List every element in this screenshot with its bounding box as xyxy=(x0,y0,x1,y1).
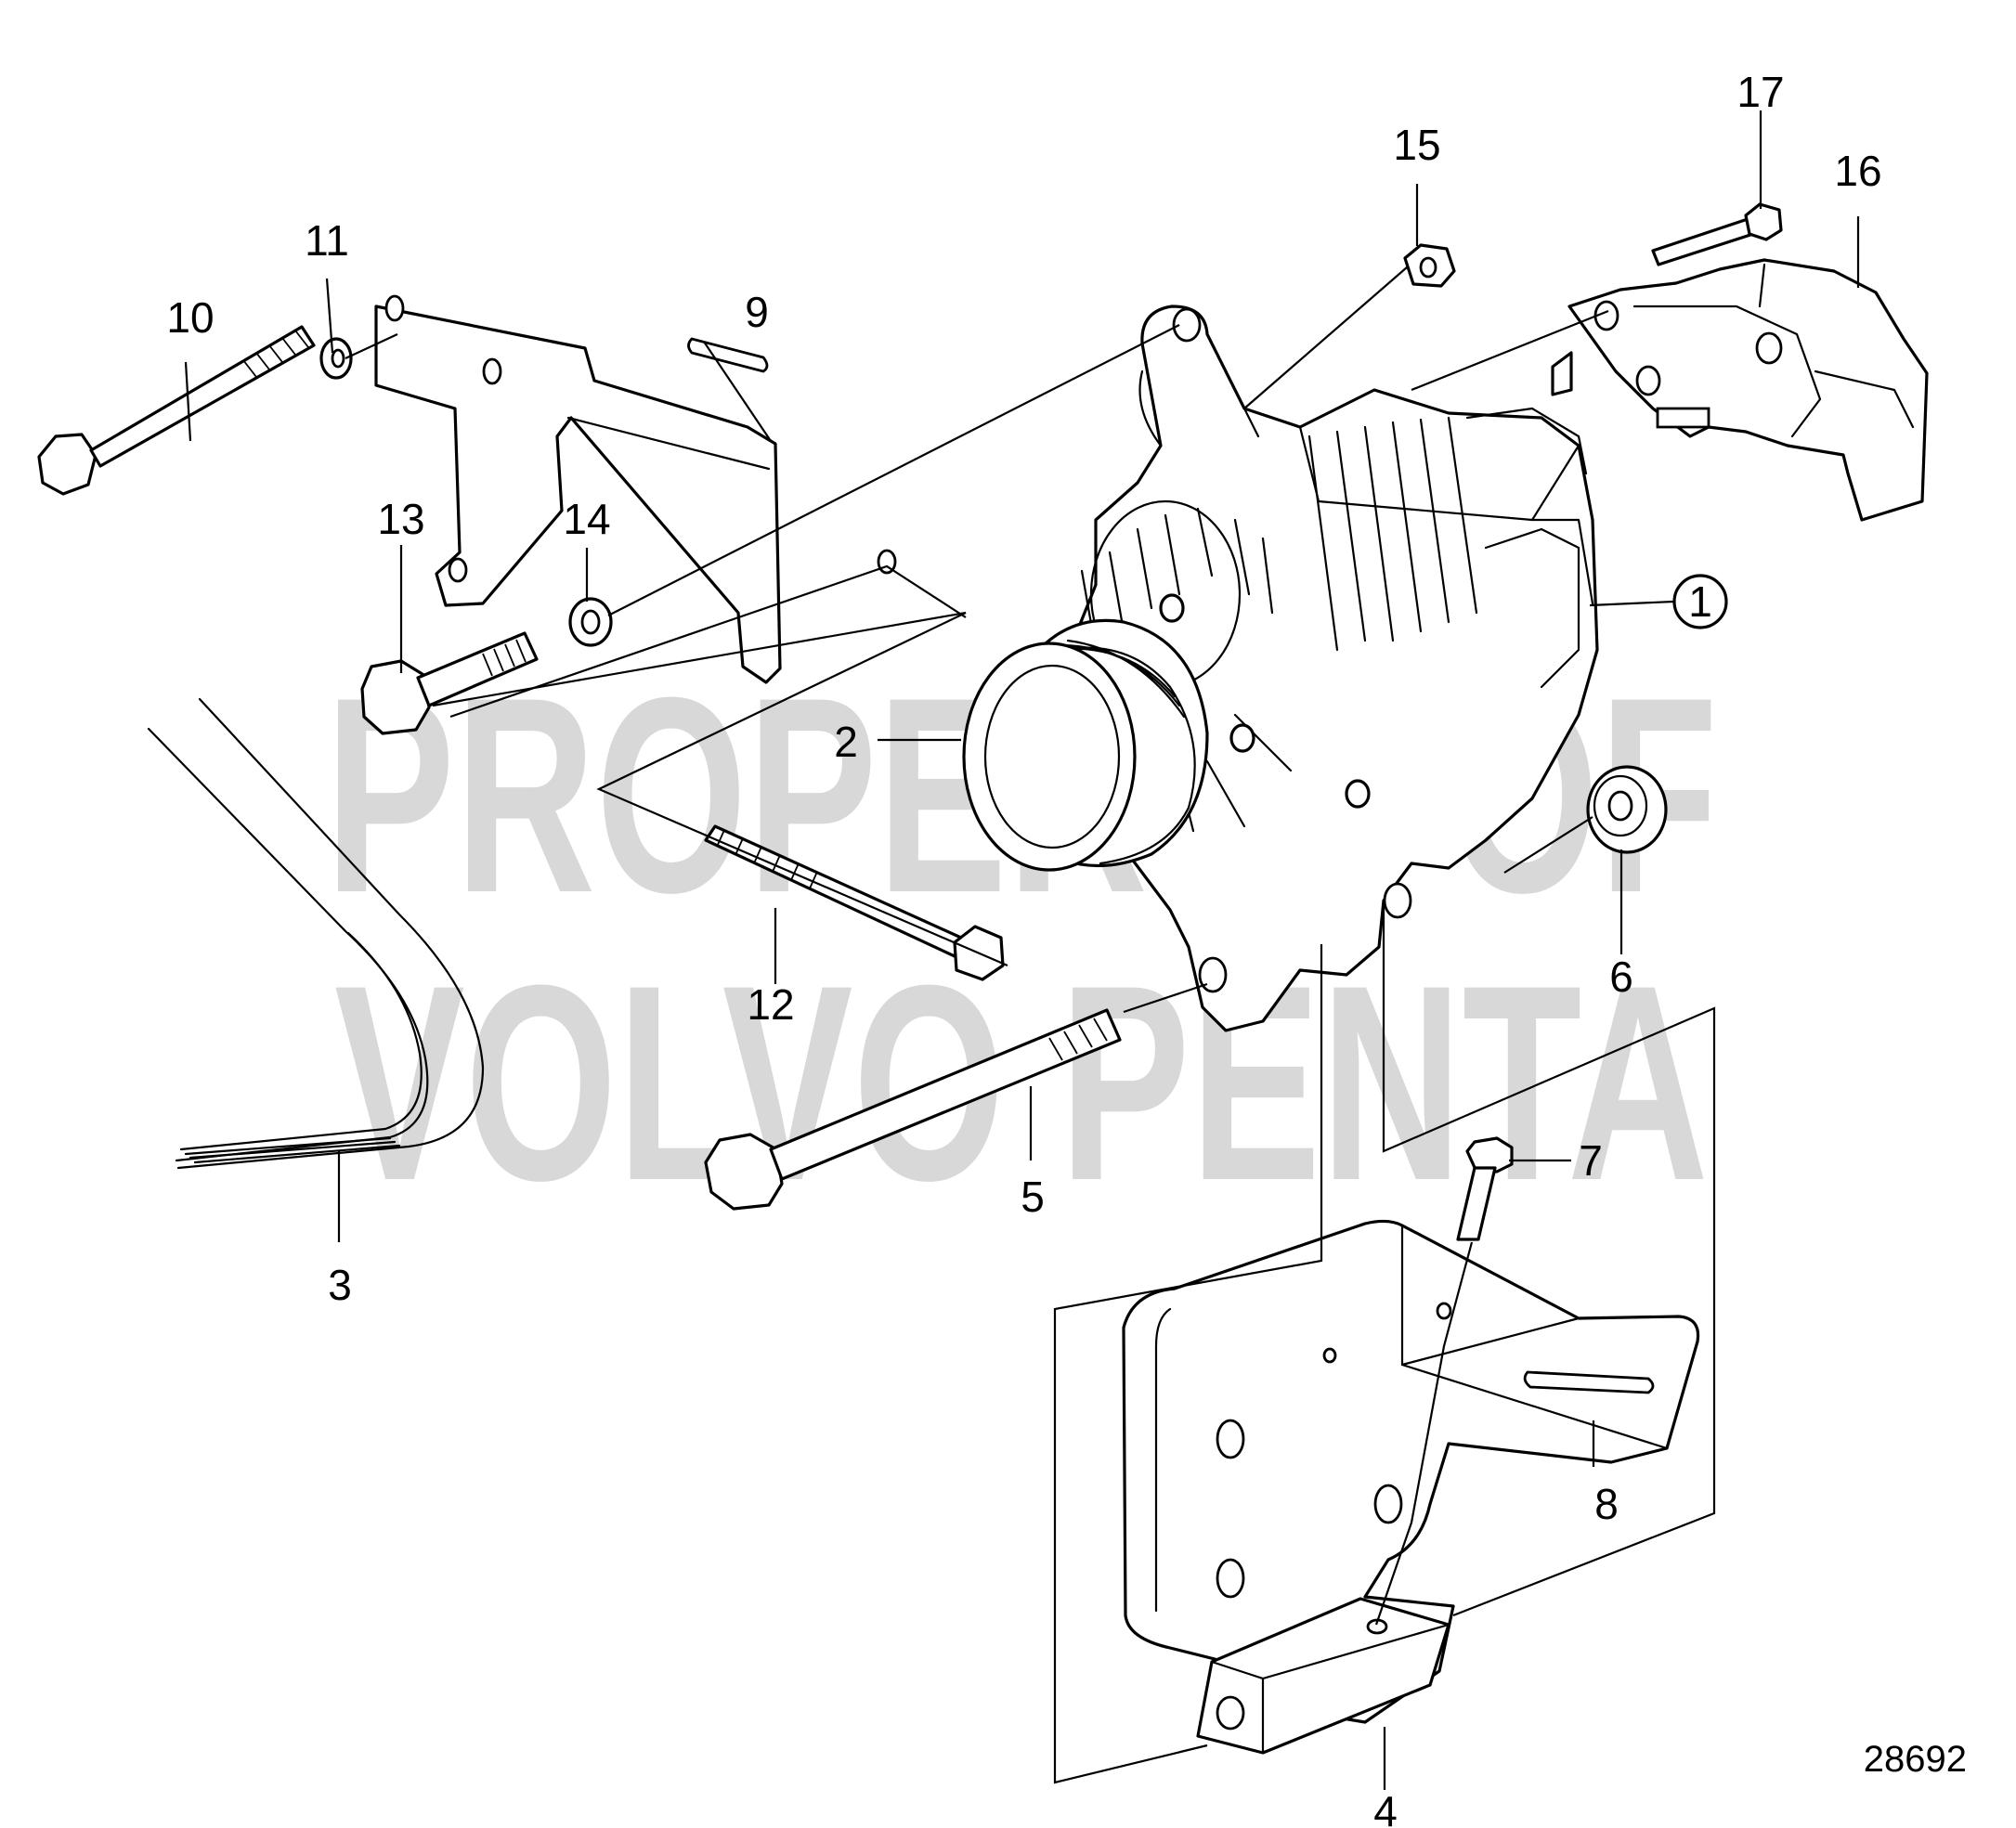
callout-5: 5 xyxy=(1021,1173,1045,1221)
block-part-4 xyxy=(1196,1597,1450,1755)
long-bolt-part-5 xyxy=(704,1008,1122,1211)
callout-1: 1 xyxy=(1688,577,1712,626)
callout-2: 2 xyxy=(834,718,858,766)
callout-3: 3 xyxy=(328,1261,352,1309)
small-bolt-part-17 xyxy=(1651,202,1783,266)
callout-9: 9 xyxy=(745,288,769,336)
callout-6: 6 xyxy=(1609,953,1633,1001)
callout-labels: 1 2 3 4 5 6 7 8 9 10 11 12 13 14 15 16 1… xyxy=(166,68,1881,1828)
pulley-part-2 xyxy=(962,618,1209,872)
callout-17: 17 xyxy=(1736,68,1784,116)
assembly-lines xyxy=(345,266,1716,1784)
washer-part-11 xyxy=(319,337,353,380)
small-bolt-part-7 xyxy=(1456,1136,1514,1241)
cover-part-16 xyxy=(1567,258,1929,522)
flange-bolt-part-13 xyxy=(360,631,539,735)
callout-15: 15 xyxy=(1393,121,1440,169)
callout-7: 7 xyxy=(1579,1136,1603,1185)
callout-8: 8 xyxy=(1594,1480,1619,1528)
long-bolt-part-10 xyxy=(37,325,316,496)
callout-13: 13 xyxy=(377,495,424,543)
callout-1-circle xyxy=(1672,574,1728,629)
flange-nut-part-6 xyxy=(1586,765,1668,854)
upper-bracket-part-9 xyxy=(374,294,897,684)
callout-4: 4 xyxy=(1373,1787,1398,1828)
callout-11: 11 xyxy=(305,216,349,265)
callout-14: 14 xyxy=(563,495,610,543)
drive-belt-part-3 xyxy=(147,697,485,1170)
figure-number: 28692 xyxy=(1864,1739,1967,1780)
callout-12: 12 xyxy=(747,980,794,1029)
callout-leaders xyxy=(184,110,1860,1790)
washer-part-14 xyxy=(568,597,613,647)
nut-part-15 xyxy=(1403,243,1456,288)
callout-16: 16 xyxy=(1834,147,1881,195)
mounting-bracket-part-8 xyxy=(1122,1219,1700,1724)
callout-10: 10 xyxy=(166,293,214,342)
